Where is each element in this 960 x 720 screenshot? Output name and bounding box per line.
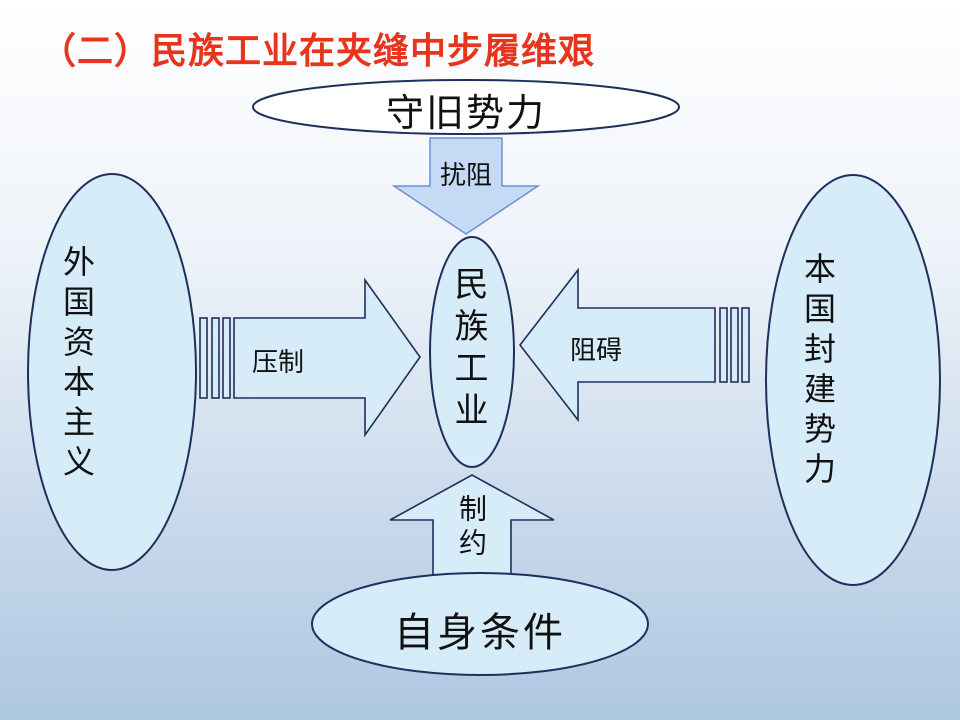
node-bottom-label: 自身条件 [394, 610, 566, 656]
node-top-ellipse [252, 79, 680, 135]
arrow-left-label: 压制 [251, 348, 304, 378]
page-title: （二）民族工业在夹缝中步履维艰 [40, 31, 596, 72]
node-left-label: 外国资本主义 [58, 245, 96, 485]
arrow-right-shape [518, 267, 750, 423]
node-right-ellipse [765, 174, 941, 586]
arrow-top-label: 扰阻 [439, 161, 492, 191]
node-left-ellipse [27, 173, 197, 571]
node-bottom-ellipse [311, 572, 649, 676]
node-top-label: 守旧势力 [385, 91, 546, 135]
node-center-label: 民族工业 [448, 266, 488, 434]
node-center-ellipse [429, 236, 515, 468]
arrow-top-shape [391, 137, 541, 235]
node-right-label: 本国封建势力 [799, 252, 837, 492]
arrow-bottom-shape [389, 474, 555, 583]
arrow-bottom-label: 制约 [455, 494, 488, 562]
arrow-left-shape [199, 277, 421, 438]
arrow-right-label: 阻碍 [569, 336, 622, 366]
